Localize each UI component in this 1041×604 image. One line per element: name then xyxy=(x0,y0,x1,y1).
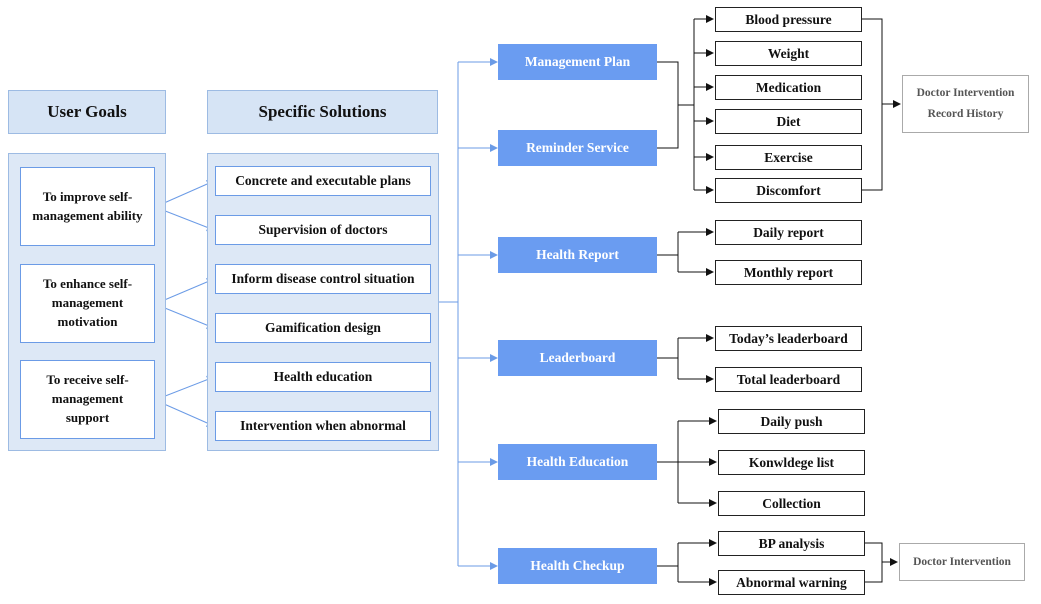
solution-doctor-supervision: Supervision of doctors xyxy=(215,215,431,245)
plan-item-diet: Diet xyxy=(715,109,862,134)
feature-health-education: Health Education xyxy=(498,444,657,480)
education-item-collection: Collection xyxy=(718,491,865,516)
feature-health-report: Health Report xyxy=(498,237,657,273)
report-item-daily: Daily report xyxy=(715,220,862,245)
goal-enhance-motivation: To enhance self-management motivation xyxy=(20,264,155,343)
education-item-daily-push: Daily push xyxy=(718,409,865,434)
panel-feature-connectors xyxy=(439,58,498,570)
report-item-monthly: Monthly report xyxy=(715,260,862,285)
specific-solutions-header: Specific Solutions xyxy=(207,90,438,134)
goal-improve-ability: To improve self-management ability xyxy=(20,167,155,246)
checkup-item-abnormal-warning: Abnormal warning xyxy=(718,570,865,595)
plan-item-medication: Medication xyxy=(715,75,862,100)
user-goals-header: User Goals xyxy=(8,90,166,134)
feature-reminder-service: Reminder Service xyxy=(498,130,657,166)
feature-health-checkup: Health Checkup xyxy=(498,548,657,584)
feature-leaf-connectors xyxy=(657,15,901,586)
feature-leaderboard: Leaderboard xyxy=(498,340,657,376)
plan-item-exercise: Exercise xyxy=(715,145,862,170)
checkup-item-bp-analysis: BP analysis xyxy=(718,531,865,556)
solutions-panel xyxy=(207,153,439,451)
feature-management-plan: Management Plan xyxy=(498,44,657,80)
doctor-intervention: Doctor Intervention xyxy=(899,543,1025,581)
solution-health-education: Health education xyxy=(215,362,431,392)
leaderboard-item-total: Total leaderboard xyxy=(715,367,862,392)
solution-abnormal-intervention: Intervention when abnormal xyxy=(215,411,431,441)
solution-gamification: Gamification design xyxy=(215,313,431,343)
education-item-knowledge-list: Konwldege list xyxy=(718,450,865,475)
plan-item-weight: Weight xyxy=(715,41,862,66)
goal-receive-support: To receive self-management support xyxy=(20,360,155,439)
plan-item-blood-pressure: Blood pressure xyxy=(715,7,862,32)
doctor-intervention-record-history: Doctor Intervention Record History xyxy=(902,75,1029,133)
solution-disease-control: Inform disease control situation xyxy=(215,264,431,294)
plan-item-discomfort: Discomfort xyxy=(715,178,862,203)
leaderboard-item-today: Today’s leaderboard xyxy=(715,326,862,351)
solution-executable-plans: Concrete and executable plans xyxy=(215,166,431,196)
